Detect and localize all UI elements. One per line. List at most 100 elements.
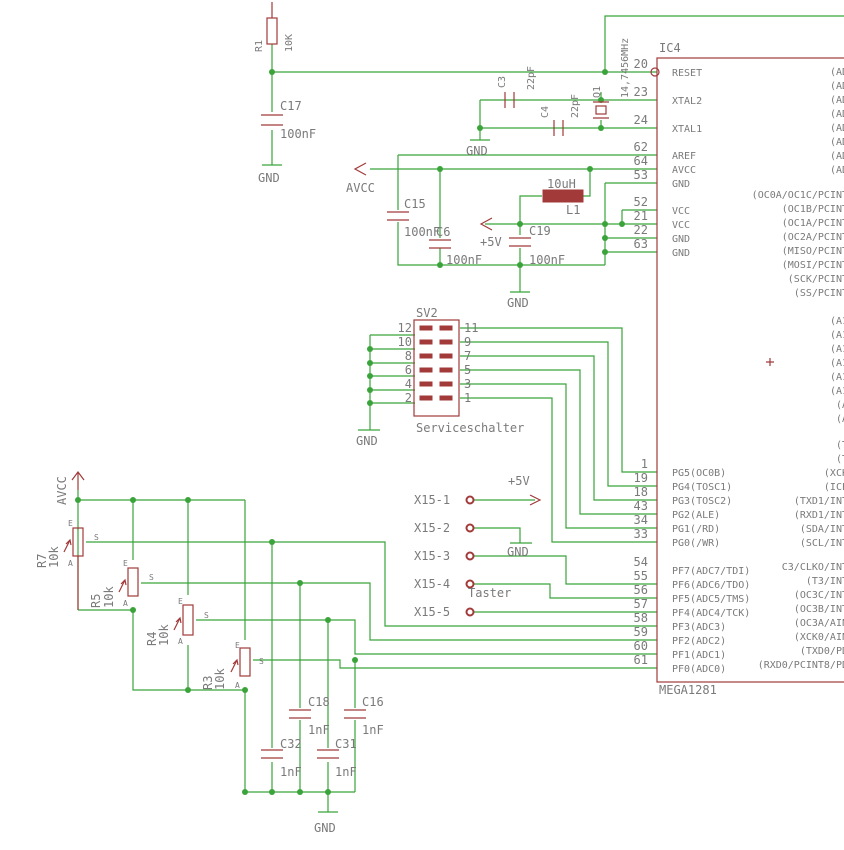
x15-terminal[interactable] <box>465 607 475 617</box>
ic4-pin-label: PF1(ADC1) <box>672 650 726 661</box>
r1-resistor[interactable]: R1 10K <box>254 2 295 52</box>
c4-capacitor[interactable]: C4 22pF <box>540 94 581 136</box>
x15-label: X15-4 <box>414 577 450 591</box>
ic4-right-label: (MOSI/PCINT <box>782 260 844 271</box>
ic4-pin-label: XTAL2 <box>672 96 702 107</box>
ic4-right-label: (A <box>836 414 844 425</box>
c15-capacitor[interactable]: C15 100nF <box>387 197 440 239</box>
x15-4-note: Taster <box>468 586 511 600</box>
sv2-pad <box>439 339 453 345</box>
sv2-label: SV2 <box>416 306 438 320</box>
ic4-right-label: (RXD1/INT <box>794 510 844 521</box>
ic4-pin-label: PF5(ADC5/TMS) <box>672 594 750 605</box>
r4-potentiometer[interactable]: R4 10k E A S <box>145 597 209 646</box>
r3-label: R3 <box>201 676 215 690</box>
r3-pin-a: A <box>235 681 240 690</box>
ic4-right-label: (OC0A/OC1C/PCINT <box>752 190 844 201</box>
gnd-symbol-xtal: GND <box>466 139 490 158</box>
x15-terminal[interactable] <box>465 579 475 589</box>
gnd-symbol-supply: GND <box>507 291 530 310</box>
c19-capacitor[interactable]: C19 100nF <box>509 224 565 267</box>
ic4-pin-number: 55 <box>634 569 648 583</box>
q1-label: Q1 <box>592 86 603 98</box>
ic4-right-label: (AD <box>830 109 844 120</box>
sv2-pin-right: 5 <box>464 363 471 377</box>
gnd-label: GND <box>356 434 378 448</box>
c6-capacitor[interactable]: C6 100nF <box>429 225 482 267</box>
ic4-right-label: (T <box>836 454 844 465</box>
l1-label: L1 <box>566 203 580 217</box>
ic4-right-label: (A1 <box>830 344 844 355</box>
ic4-right-label: (A1 <box>830 358 844 369</box>
sv2-pin-right: 7 <box>464 349 471 363</box>
r7-potentiometer[interactable]: R7 10k E A S <box>35 519 99 610</box>
ic4-right-label: (A1 <box>830 316 844 327</box>
c15-value: 100nF <box>404 225 440 239</box>
ic4-pin-number: 57 <box>634 597 648 611</box>
r5-label: R5 <box>89 594 103 608</box>
x15-terminal[interactable] <box>465 495 475 505</box>
r5-value: 10k <box>102 586 116 608</box>
c18-value: 1nF <box>308 723 330 737</box>
x15-terminal[interactable] <box>465 551 475 561</box>
sv2-pin-left: 10 <box>398 335 412 349</box>
ic4-pin-number: 34 <box>634 513 648 527</box>
sv2-pad <box>419 367 433 373</box>
sv2-pin-left: 2 <box>405 391 412 405</box>
r3-value: 10k <box>213 668 227 690</box>
ic4-right-label: (AD <box>830 151 844 162</box>
c32-capacitor[interactable]: C32 1nF <box>261 737 302 779</box>
plus5v-x15: +5V <box>508 474 542 506</box>
ic4-pin-label: XTAL1 <box>672 124 702 135</box>
sv2-pad <box>419 325 433 331</box>
ic4-right-label: (T3/INT <box>806 576 844 587</box>
ic4-pin-label: PF0(ADC0) <box>672 664 726 675</box>
c3-label: C3 <box>497 76 508 88</box>
avcc-rail-label: AVCC <box>55 476 69 505</box>
ic4-pin-number: 54 <box>634 555 648 569</box>
c3-capacitor[interactable]: C3 22pF <box>497 66 537 108</box>
r3-potentiometer[interactable]: R3 10k E A S <box>201 641 264 690</box>
ic4-pin-label: RESET <box>672 68 702 79</box>
sv2-pad <box>439 381 453 387</box>
r7-pin-e: E <box>68 519 73 528</box>
r4-pin-s: S <box>204 611 209 620</box>
x15-terminal[interactable] <box>465 523 475 533</box>
gnd-symbol-bottom: GND <box>314 811 338 835</box>
q1-crystal[interactable]: Q1 14,7456MHz <box>592 38 631 119</box>
c18-capacitor[interactable]: C18 1nF <box>289 695 330 737</box>
c18-label: C18 <box>308 695 330 709</box>
ic4-right-label: (OC1A/PCINT <box>782 218 844 229</box>
ic4-right-label: (A1 <box>830 372 844 383</box>
avcc-rail-arrow: AVCC <box>55 471 85 505</box>
ic4-right-label: (TXD1/INT <box>794 496 844 507</box>
ic4-pin-label: PG5(OC0B) <box>672 468 726 479</box>
ic4-pin-label: PG2(ALE) <box>672 510 720 521</box>
ic4-pin-number: 58 <box>634 611 648 625</box>
ic4-pin-label: PG0(/WR) <box>672 538 720 549</box>
c17-capacitor[interactable]: C17 100nF <box>261 99 316 141</box>
x15-label: X15-3 <box>414 549 450 563</box>
c31-value: 1nF <box>335 765 357 779</box>
sv2-pin-right: 9 <box>464 335 471 349</box>
ic4-microcontroller[interactable]: IC4 MEGA1281 20RESET23XTAL224XTAL162AREF… <box>634 41 844 697</box>
r5-potentiometer[interactable]: R5 10k E A S <box>89 559 154 608</box>
ic4-pin-number: 23 <box>634 85 648 99</box>
c32-value: 1nF <box>280 765 302 779</box>
junctions <box>75 69 625 795</box>
ic4-right-label: (OC3B/INT <box>794 604 844 615</box>
ic4-pin-number: 52 <box>634 195 648 209</box>
ic4-right-label: (AD <box>830 95 844 106</box>
c31-capacitor[interactable]: C31 1nF <box>317 737 357 779</box>
ic4-right-label: (OC2A/PCINT <box>782 232 844 243</box>
l1-inductor[interactable]: 10uH L1 <box>542 177 584 217</box>
c16-capacitor[interactable]: C16 1nF <box>344 695 384 737</box>
gnd-label: GND <box>314 821 336 835</box>
ic4-right-label: (RXD0/PCINT8/PD <box>758 660 844 671</box>
ic4-right-label: (OC1B/PCINT <box>782 204 844 215</box>
c15-label: C15 <box>404 197 426 211</box>
ic4-pin-number: 20 <box>634 57 648 71</box>
